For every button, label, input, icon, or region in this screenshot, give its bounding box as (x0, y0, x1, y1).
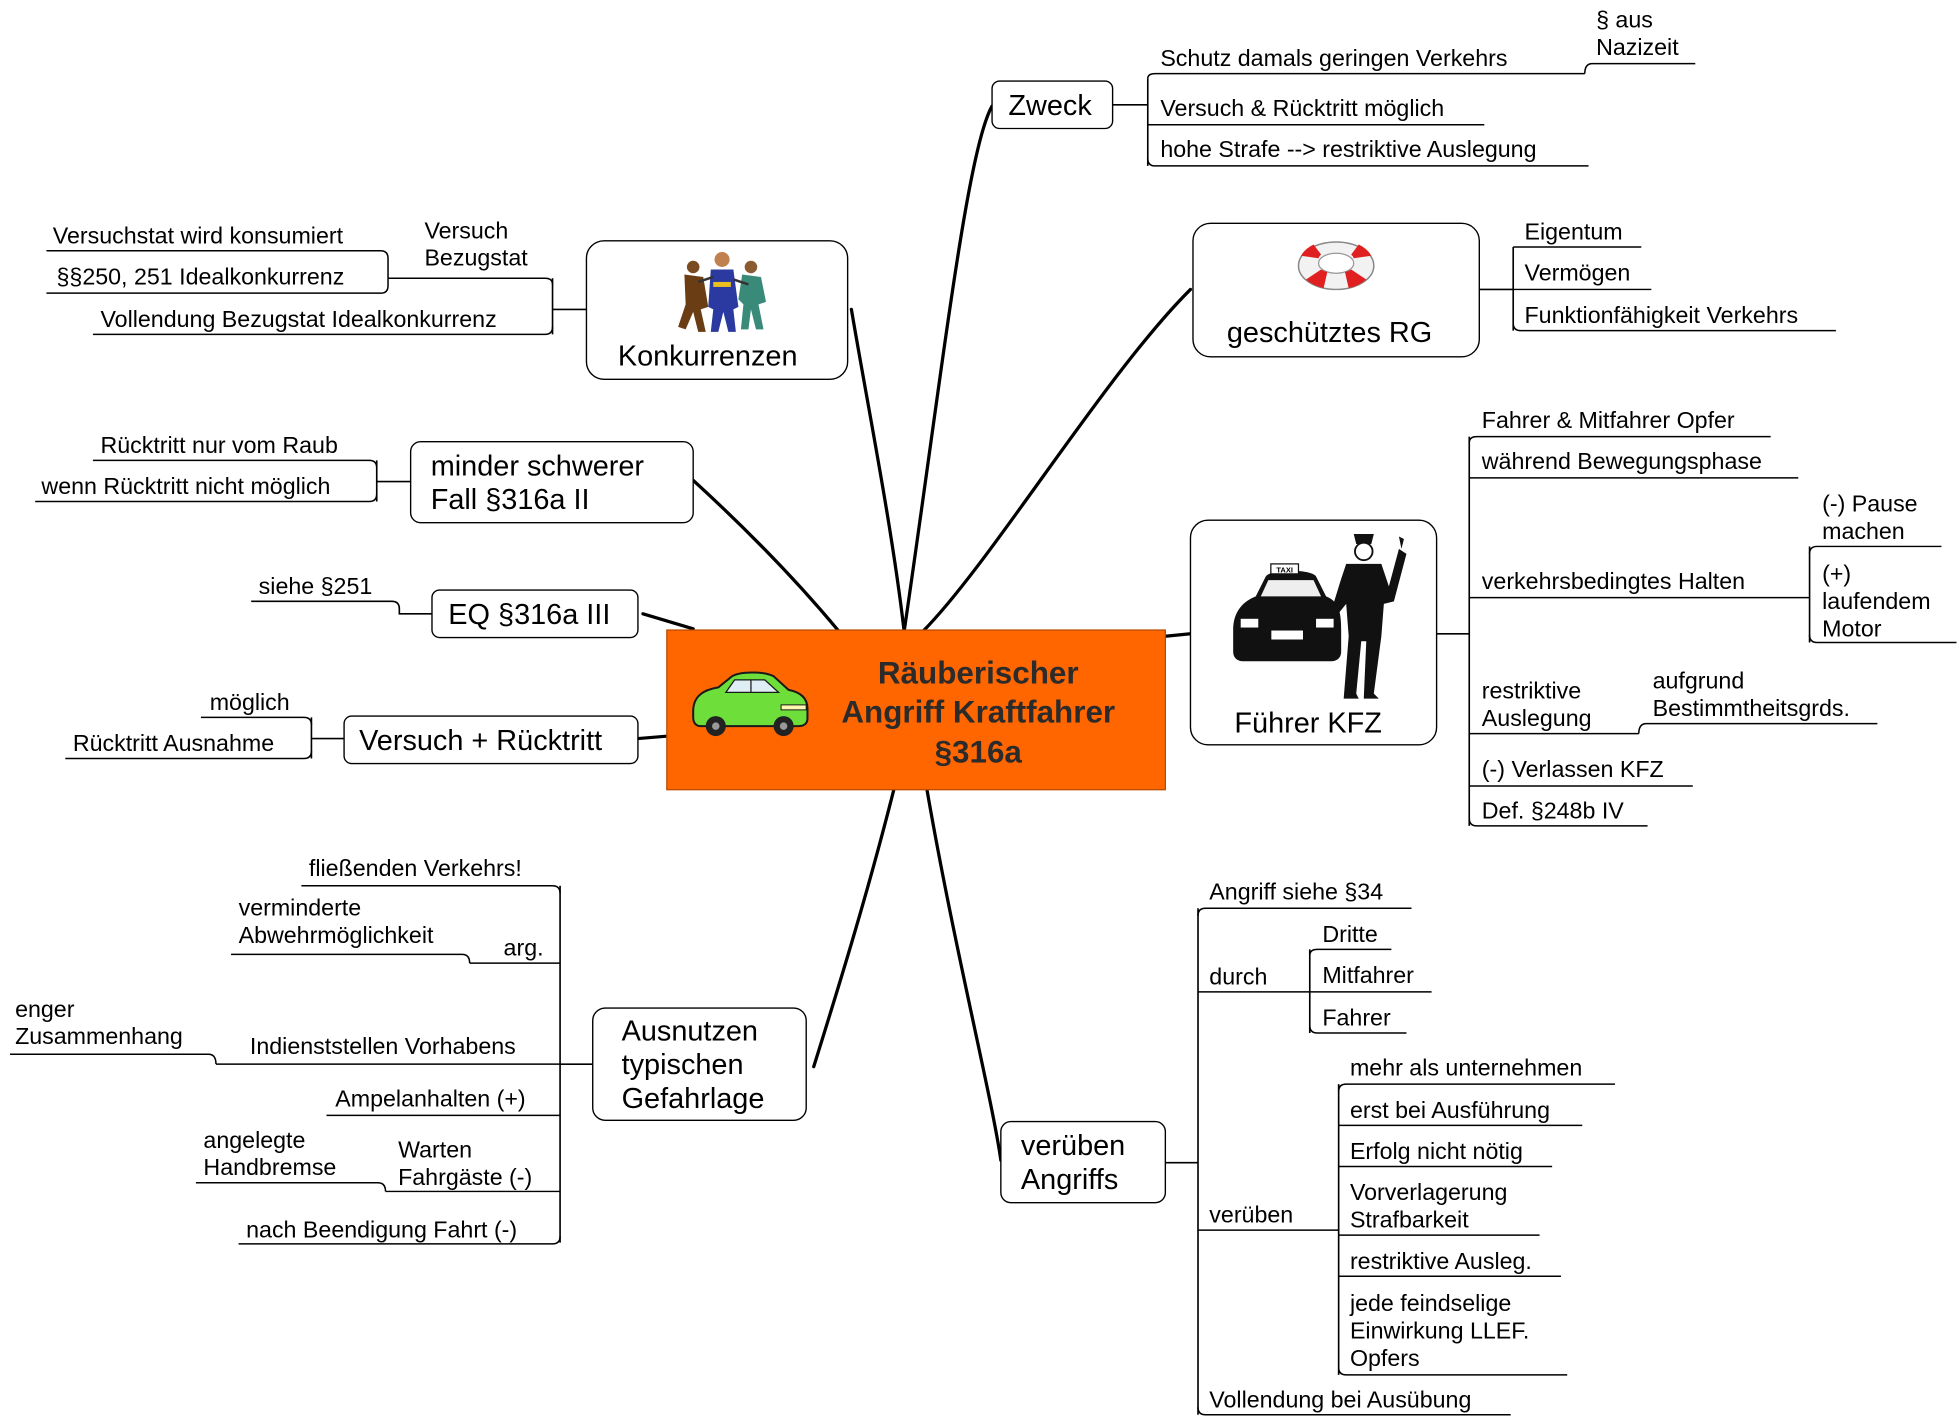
angriff-siehe34: Angriff siehe §34 (1209, 879, 1383, 905)
angriff-fahrer: Fahrer (1322, 1005, 1391, 1031)
branch-zweck: Zweck Schutz damals geringen Verkehrs § … (991, 7, 1696, 167)
kfz-motor-line-3: Motor (1822, 615, 1882, 641)
versuch-item-2: Rücktritt Ausnahme (73, 730, 274, 756)
ausnutzen-handbremse-line-1: angelegte (203, 1127, 305, 1153)
kfz-def: Def. §248b IV (1482, 797, 1625, 823)
branch-rg: geschütztes RG Eigentum Vermögen Funktio… (1192, 219, 1836, 358)
car-icon (692, 671, 809, 737)
ausnutzen-indienst: Indienststellen Vorhabens (250, 1033, 516, 1059)
konkurrenzen-ideal2: Vollendung Bezugstat Idealkonkurrenz (100, 306, 496, 332)
taxi-driver-icon: TAXI (1233, 533, 1407, 699)
ausnutzen-label-line-1: Ausnutzen (622, 1016, 758, 1048)
versuch-item-1: möglich (210, 689, 290, 715)
ausnutzen-vermindert-line-1: verminderte (239, 895, 362, 921)
versuch-label: Versuch + Rücktritt (359, 725, 602, 757)
branch-angriff: verüben Angriffs Angriff siehe §34 durch… (1000, 879, 1615, 1416)
konkurrenzen-label: Konkurrenzen (618, 341, 798, 373)
angriff-restriktiv: restriktive Ausleg. (1350, 1248, 1532, 1274)
branch-versuch: Versuch + Rücktritt möglich Rücktritt Au… (65, 689, 639, 765)
ausnutzen-enger-line-1: enger (15, 996, 75, 1022)
branch-ausnutzen: Ausnutzen typischen Gefahrlage fließende… (10, 855, 807, 1245)
angriff-dritte: Dritte (1322, 921, 1377, 947)
angriff-vollendung: Vollendung bei Ausübung (1209, 1386, 1471, 1412)
angriff-durch: durch (1209, 963, 1267, 989)
zweck-nazizeit-line-1: § aus (1596, 7, 1653, 33)
kfz-restriktiv-line-1: restriktive (1482, 678, 1581, 704)
zweck-nazizeit-line-2: Nazizeit (1596, 34, 1679, 60)
ausnutzen-beendigung: nach Beendigung Fahrt (-) (246, 1217, 517, 1243)
angriff-erst: erst bei Ausführung (1350, 1097, 1550, 1123)
minder-label-line-1: minder schwerer (431, 450, 645, 482)
ausnutzen-ampel: Ampelanhalten (+) (335, 1086, 525, 1112)
zweck-label: Zweck (1008, 90, 1092, 122)
center-topic[interactable]: Räuberischer Angriff Kraftfahrer §316a (666, 629, 1166, 791)
angriff-jede-line-3: Opfers (1350, 1345, 1420, 1371)
angriff-veruben: verüben (1209, 1202, 1293, 1228)
kfz-restriktiv-line-2: Auslegung (1482, 705, 1592, 731)
konkurrenzen-bezug-line-2: Bezugstat (424, 245, 528, 271)
kfz-bewegung: während Bewegungsphase (1481, 448, 1762, 474)
branch-kfz: TAXI Führer KFZ Fahrer & Mitfahrer Opfer… (1189, 407, 1957, 827)
angriff-label-line-1: verüben (1021, 1130, 1125, 1162)
kfz-bestimmt-line-1: aufgrund (1653, 668, 1745, 694)
angriff-vorverlagerung-line-2: Strafbarkeit (1350, 1207, 1469, 1233)
kfz-halten: verkehrsbedingtes Halten (1482, 568, 1745, 594)
taxi-sign: TAXI (1276, 566, 1293, 575)
angriff-jede-line-2: Einwirkung LLEF. (1350, 1318, 1529, 1344)
zweck-versuch: Versuch & Rücktritt möglich (1160, 95, 1444, 121)
minder-label-line-2: Fall §316a II (431, 484, 590, 516)
rg-item-2: Vermögen (1525, 260, 1631, 286)
minder-item-2: wenn Rücktritt nicht möglich (40, 473, 330, 499)
kfz-bestimmt-line-2: Bestimmtheitsgrds. (1653, 695, 1850, 721)
versuch-node[interactable] (343, 715, 639, 765)
kfz-opfer: Fahrer & Mitfahrer Opfer (1482, 407, 1735, 433)
angriff-vorverlagerung-line-1: Vorverlagerung (1350, 1179, 1507, 1205)
kfz-pause-line-1: (-) Pause (1822, 491, 1917, 517)
angriff-jede-line-1: jede feindselige (1349, 1290, 1511, 1316)
ausnutzen-enger-line-2: Zusammenhang (15, 1023, 183, 1049)
ausnutzen-fliessend: fließenden Verkehrs! (309, 855, 522, 881)
kfz-label: Führer KFZ (1234, 707, 1382, 739)
main-connectors (636, 104, 1193, 1162)
kfz-verlassen: (-) Verlassen KFZ (1482, 756, 1664, 782)
eq-label: EQ §316a III (448, 599, 610, 631)
center-title-line-2: Angriff Kraftfahrer (841, 694, 1115, 729)
kfz-motor-line-2: laufendem (1822, 588, 1930, 614)
eq-item-1: siehe §251 (259, 573, 373, 599)
konkurrenzen-ideal1: §§250, 251 Idealkonkurrenz (57, 264, 345, 290)
ausnutzen-label-line-3: Gefahrlage (622, 1083, 765, 1115)
rg-item-1: Eigentum (1525, 219, 1623, 245)
rg-label: geschütztes RG (1227, 317, 1432, 349)
zweck-strafe: hohe Strafe --> restriktive Auslegung (1160, 136, 1536, 162)
angriff-label-line-2: Angriffs (1021, 1164, 1118, 1196)
rg-item-3: Funktionfähigkeit Verkehrs (1525, 302, 1799, 328)
konkurrenzen-bezug-line-1: Versuch (424, 217, 508, 243)
center-title-line-1: Räuberischer (878, 656, 1079, 691)
angriff-erfolg: Erfolg nicht nötig (1350, 1138, 1523, 1164)
branch-konkurrenzen: Konkurrenzen Versuch Bezugstat Versuchst… (46, 217, 849, 380)
ausnutzen-vermindert-line-2: Abwehrmöglichkeit (239, 922, 434, 948)
minder-item-1: Rücktritt nur vom Raub (100, 432, 337, 458)
branch-eq: EQ §316a III siehe §251 (251, 573, 639, 639)
branch-minder: minder schwerer Fall §316a II Rücktritt … (35, 432, 694, 524)
kfz-pause-line-2: machen (1822, 518, 1905, 544)
zweck-schutz: Schutz damals geringen Verkehrs (1160, 45, 1507, 71)
kfz-motor-line-1: (+) (1822, 560, 1851, 586)
ausnutzen-label-line-2: typischen (622, 1049, 744, 1081)
ausnutzen-warten-line-1: Warten (398, 1137, 472, 1163)
angriff-mitfahrer: Mitfahrer (1322, 962, 1414, 988)
konkurrenzen-konsumiert: Versuchstat wird konsumiert (53, 222, 344, 248)
ausnutzen-warten-line-2: Fahrgäste (-) (398, 1164, 532, 1190)
lifebuoy-icon (1297, 241, 1375, 291)
ausnutzen-arg: arg. (504, 935, 544, 961)
people-fighting-icon (678, 252, 767, 332)
center-title-line-3: §316a (935, 734, 1023, 769)
angriff-mehr: mehr als unternehmen (1350, 1054, 1582, 1080)
ausnutzen-handbremse-line-2: Handbremse (203, 1154, 336, 1180)
